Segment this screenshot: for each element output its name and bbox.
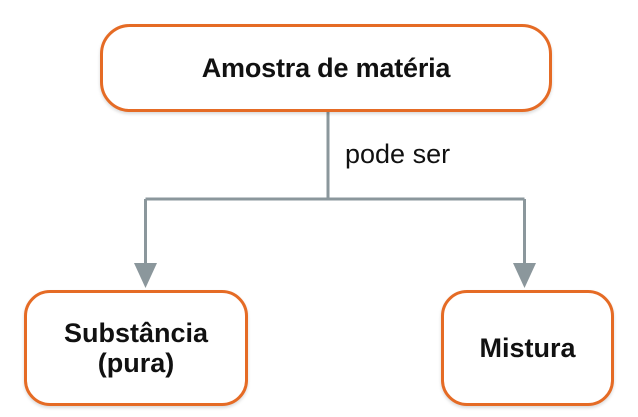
edge-label: pode ser xyxy=(345,139,451,169)
child-node-label: Substância (pura) xyxy=(63,317,209,378)
arrowhead-left-icon xyxy=(134,263,157,288)
child-node-substancia: Substância (pura) xyxy=(24,290,248,406)
child-node-label: Mistura xyxy=(479,332,576,363)
root-node-label: Amostra de matéria xyxy=(201,52,451,83)
child-node-mistura: Mistura xyxy=(441,290,614,406)
root-node: Amostra de matéria xyxy=(100,24,552,112)
arrowhead-right-icon xyxy=(513,263,536,288)
